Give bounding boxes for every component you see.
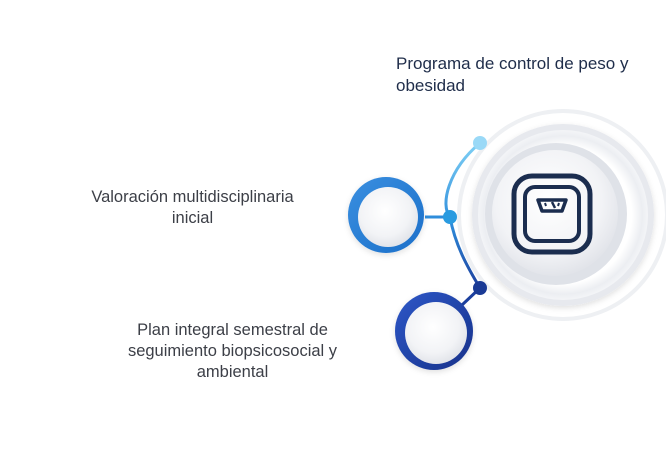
item-label-1: Valoración multidisciplinaria inicial (91, 188, 294, 227)
scale-icon (511, 173, 593, 255)
node-dot-middle (443, 210, 457, 224)
item-label-2: Plan integral semestral de seguimiento b… (127, 321, 338, 381)
node-2 (395, 292, 473, 370)
diagram-title: Programa de control de peso y obesidad (396, 54, 629, 95)
node-dot-top (473, 136, 487, 150)
node-1 (348, 177, 424, 253)
center-hub (457, 109, 666, 321)
node-dot-bottom (473, 281, 487, 295)
